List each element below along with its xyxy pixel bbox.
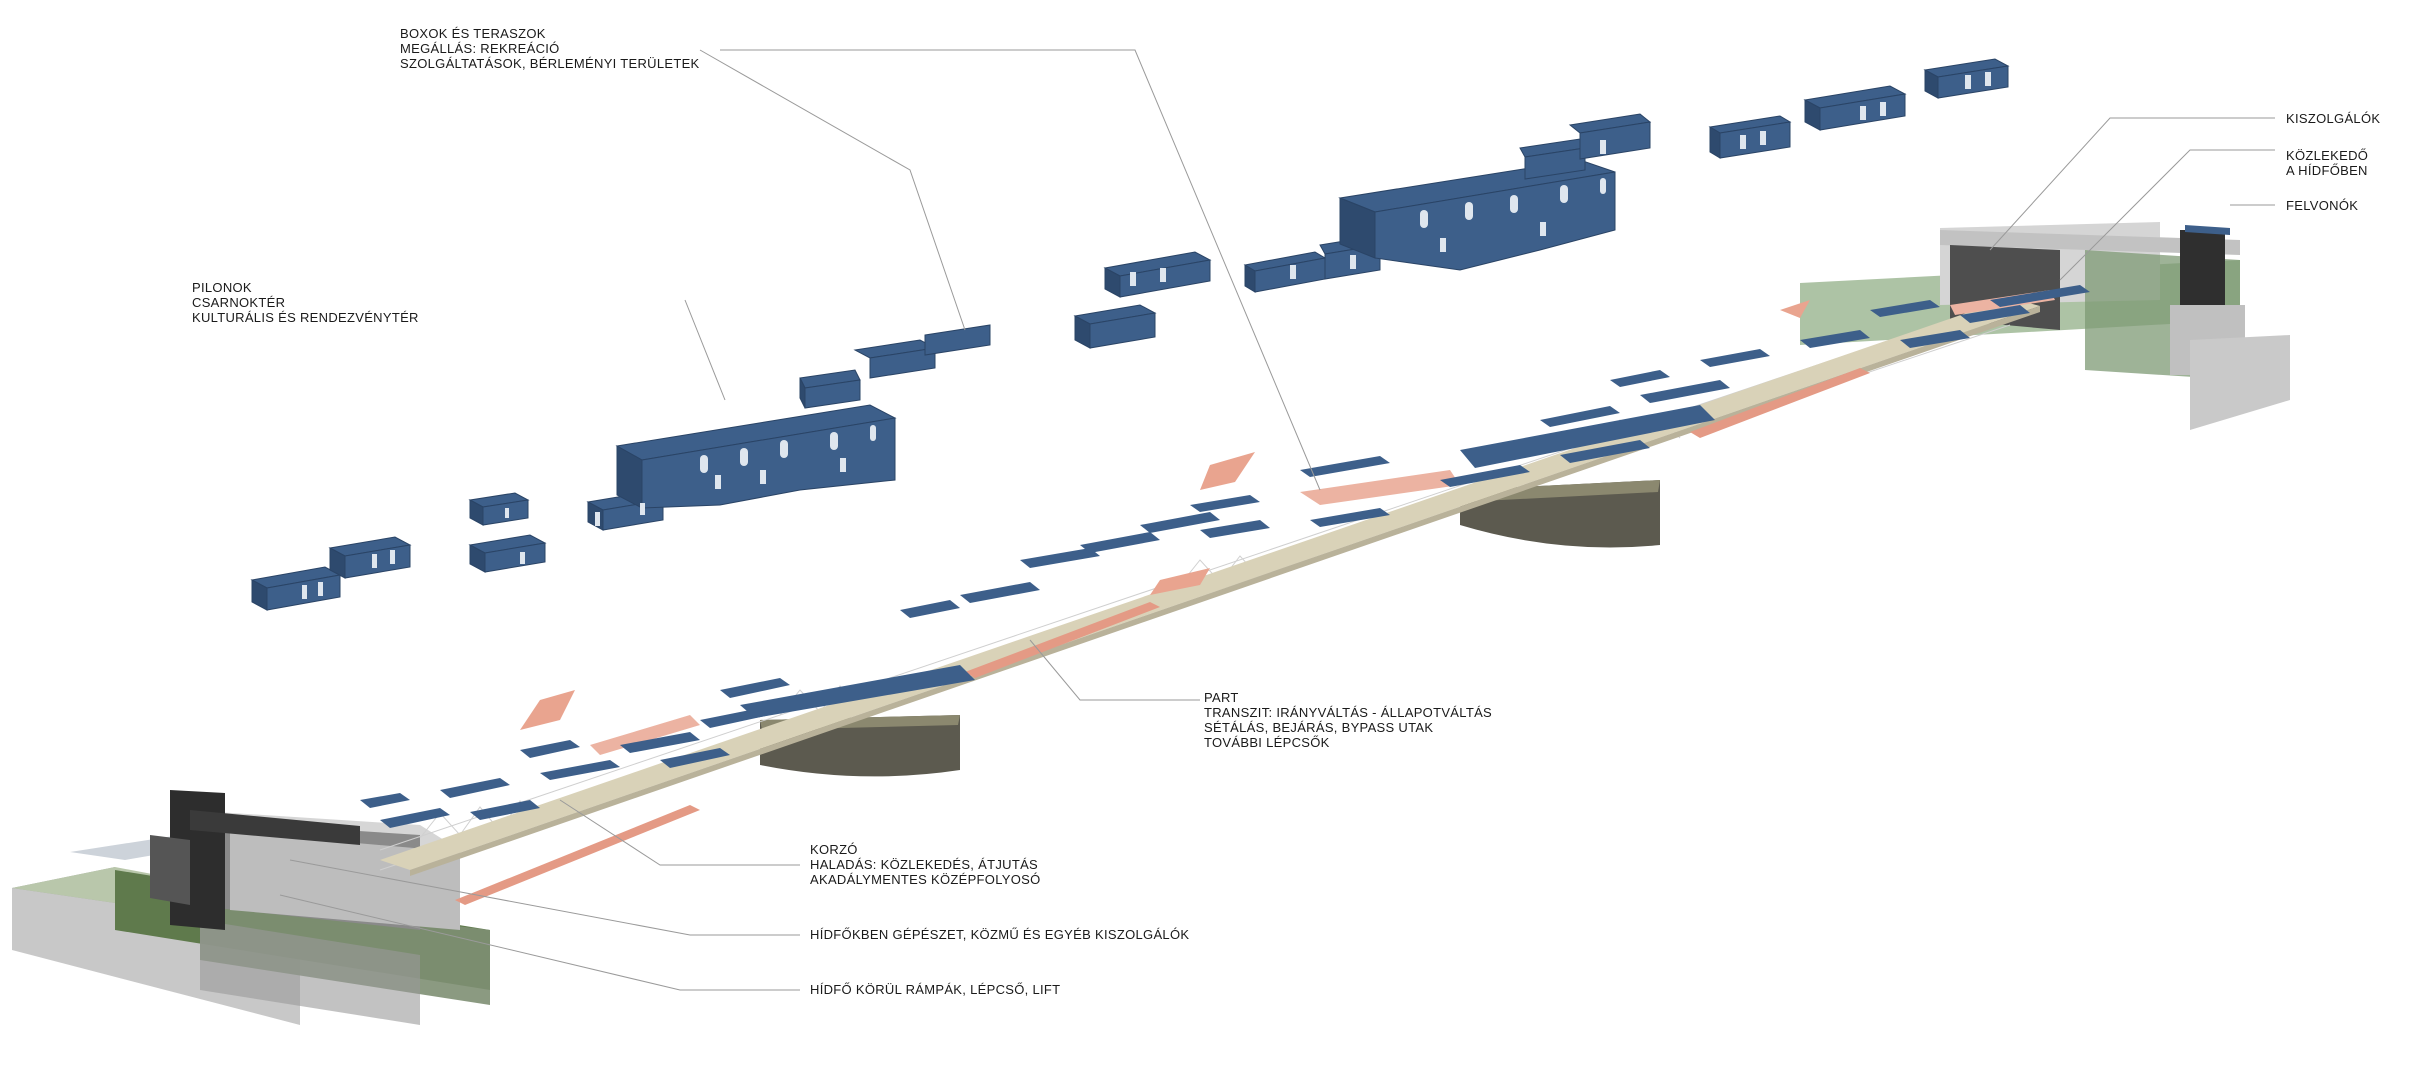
label-line: BOXOK ÉS TERASZOK bbox=[400, 26, 546, 41]
box-cluster-right bbox=[1708, 58, 2010, 159]
box-openings bbox=[302, 72, 1991, 599]
left-abutment bbox=[12, 790, 490, 1025]
label-line: MEGÁLLÁS: REKREÁCIÓ bbox=[400, 41, 560, 56]
label-line: SZOLGÁLTATÁSOK, BÉRLEMÉNYI TERÜLETEK bbox=[400, 56, 700, 71]
label-line: PILONOK bbox=[192, 280, 252, 295]
label-line: PART bbox=[1204, 690, 1239, 705]
label-felvonok: FELVONÓK bbox=[2286, 198, 2358, 213]
label-line: HÍDFŐKBEN GÉPÉSZET, KÖZMŰ ÉS EGYÉB KISZO… bbox=[810, 927, 1190, 942]
label-rampak: HÍDFŐ KÖRÜL RÁMPÁK, LÉPCSŐ, LIFT bbox=[810, 982, 1060, 997]
label-line: FELVONÓK bbox=[2286, 198, 2359, 213]
label-gepeszet: HÍDFŐKBEN GÉPÉSZET, KÖZMŰ ÉS EGYÉB KISZO… bbox=[810, 927, 1189, 942]
label-line: HÍDFŐ KÖRÜL RÁMPÁK, LÉPCSŐ, LIFT bbox=[810, 982, 1061, 997]
label-pilonok: PILONOK CSARNOKTÉR KULTURÁLIS ÉS RENDEZV… bbox=[192, 280, 419, 325]
bridge-deck bbox=[360, 285, 2090, 905]
leader-lines bbox=[279, 49, 2275, 991]
label-line: TOVÁBBI LÉPCSŐK bbox=[1204, 735, 1330, 750]
bridge-piers bbox=[760, 480, 1660, 777]
label-part: PART TRANSZIT: IRÁNYVÁLTÁS - ÁLLAPOTVÁLT… bbox=[1204, 690, 1492, 750]
label-line: KÖZLEKEDŐ bbox=[2286, 148, 2369, 163]
label-line: CSARNOKTÉR bbox=[192, 295, 286, 310]
label-korzo: KORZÓ HALADÁS: KÖZLEKEDÉS, ÁTJUTÁS AKADÁ… bbox=[810, 842, 1041, 887]
label-line: TRANSZIT: IRÁNYVÁLTÁS - ÁLLAPOTVÁLTÁS bbox=[1204, 705, 1493, 720]
label-boxok-teraszok: BOXOK ÉS TERASZOK MEGÁLLÁS: REKREÁCIÓ SZ… bbox=[400, 26, 700, 71]
label-line: AKADÁLYMENTES KÖZÉPFOLYOSÓ bbox=[810, 872, 1041, 887]
label-line: KORZÓ bbox=[810, 842, 858, 857]
label-kozlekedo: KÖZLEKEDŐ A HÍDFŐBEN bbox=[2286, 148, 2368, 178]
floating-boxes bbox=[250, 58, 2010, 611]
label-line: SÉTÁLÁS, BEJÁRÁS, BYPASS UTAK bbox=[1204, 720, 1434, 735]
label-line: KISZOLGÁLÓK bbox=[2286, 111, 2381, 126]
box-cluster-center bbox=[1073, 235, 1381, 349]
pylon-hall-left bbox=[615, 324, 991, 509]
right-abutment bbox=[1800, 222, 2290, 430]
box-cluster-left bbox=[250, 491, 665, 611]
pylon-hall-right bbox=[1338, 113, 1652, 271]
label-line: KULTURÁLIS ÉS RENDEZVÉNYTÉR bbox=[192, 310, 419, 325]
label-line: HALADÁS: KÖZLEKEDÉS, ÁTJUTÁS bbox=[810, 857, 1039, 872]
label-kiszolgalok: KISZOLGÁLÓK bbox=[2286, 111, 2380, 126]
label-line: A HÍDFŐBEN bbox=[2286, 163, 2368, 178]
